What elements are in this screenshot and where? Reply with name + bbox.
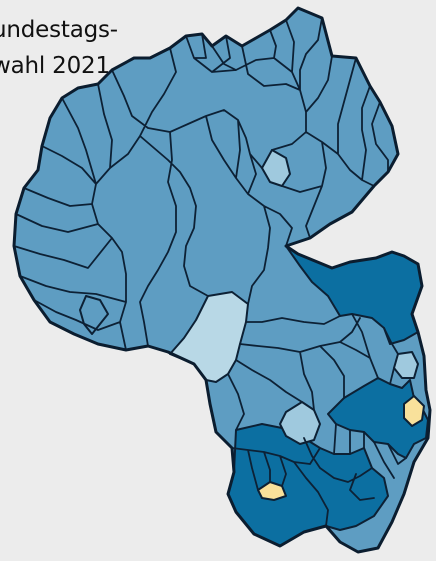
map-title: undestags- wahl 2021 [0,12,162,84]
map-region-dark-southeast [327,377,429,459]
map-title-line-1: undestags- [0,17,118,43]
map-region-light-center-south [279,401,321,445]
map-region-light-east-small [393,351,419,379]
map-boundary-lines [13,17,407,527]
map-title-line-2: wahl 2021 [0,53,110,79]
map-region-yellow-east [403,395,425,427]
map-region-pale-center-west [169,291,249,383]
map-outer-border [12,6,432,554]
